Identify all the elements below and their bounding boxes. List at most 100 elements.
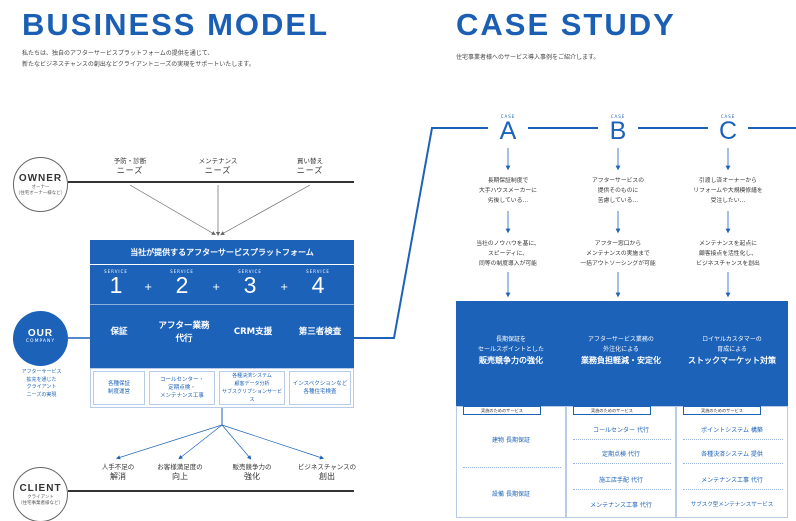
- service-name-warranty: 保証: [110, 327, 128, 337]
- need-maintenance: メンテナンス ニーズ: [168, 156, 268, 176]
- case-a-result-big: 販売競争力の強化: [479, 356, 543, 365]
- service-number-3: SERVICE 3: [235, 269, 265, 297]
- result-small: ビジネスチャンスの: [297, 463, 357, 471]
- service-detail-after-service: コールセンター・ 定期点検・ メンテナンス工事: [149, 371, 215, 405]
- plus-sign: +: [212, 282, 221, 293]
- company-title: OUR: [27, 328, 54, 339]
- service-item: メンテナンス工事 代行: [590, 502, 652, 509]
- case-letter-a: A: [488, 119, 528, 144]
- service-item: 設備 長期保証: [492, 491, 530, 498]
- platform-box: 当社が提供するアフターサービスプラットフォーム SERVICE 1 + SERV…: [90, 240, 354, 368]
- service-number: 4: [311, 272, 325, 298]
- client-circle: CLIENT クライアント （住宅事業者様など）: [13, 467, 68, 521]
- company-sub: COMPANY: [25, 339, 56, 344]
- case-a-solution: 当社のノウハウを基に、 スピーディに、 同等の制度導入が可能: [476, 241, 540, 267]
- owner-sub-note: （住宅オーナー様など）: [15, 191, 66, 196]
- result-satisfaction: お客様満足度の 向上: [140, 462, 220, 482]
- need-small: 買い替え: [297, 157, 323, 165]
- service-item: サブスク型メンテナンスサービス: [690, 502, 774, 508]
- service-number-4: SERVICE 4: [303, 269, 333, 297]
- case-b-result-small: アフターサービス業務の 外注化による: [588, 336, 654, 353]
- our-company-circle: OUR COMPANY: [13, 311, 68, 366]
- service-name-crm: CRM支援: [233, 327, 273, 337]
- need-small: 予防・診断: [113, 157, 147, 165]
- case-b-problem: アフターサービスの 提供そのものに 苦慮している…: [591, 178, 645, 204]
- service-name-after-service: アフター業務 代行: [158, 321, 210, 344]
- intro-line: 新たなビジネスチャンスの創出などクライアントニーズの実現をサポートいたします。: [22, 61, 255, 68]
- business-model-intro: 私たちは、独自のアフターサービスプラットフォームの提供を通じて、 新たなビジネス…: [22, 48, 255, 70]
- case-label: CASE: [500, 114, 516, 119]
- service-number: 3: [243, 272, 257, 298]
- case-label: CASE: [720, 114, 736, 119]
- service-item: コールセンター 代行: [593, 427, 649, 434]
- need-small: メンテナンス: [198, 157, 238, 165]
- case-c-result: ロイヤルカスタマーの 育成による ストックマーケット対策: [676, 335, 788, 367]
- result-competitiveness: 販売競争力の 強化: [212, 462, 292, 482]
- case-letter-b: B: [598, 119, 638, 144]
- platform-title: 当社が提供するアフターサービスプラットフォーム: [130, 248, 314, 257]
- case-label: CASE: [610, 114, 626, 119]
- case-letter-c: C: [708, 119, 748, 144]
- need-big: ニーズ: [204, 166, 232, 175]
- owner-sub: オーナー: [31, 185, 50, 190]
- business-model-title: BUSINESS MODEL: [22, 7, 330, 42]
- result-opportunity: ビジネスチャンスの 創出: [282, 462, 372, 482]
- owner-circle: OWNER オーナー （住宅オーナー様など）: [13, 157, 68, 212]
- need-big: ニーズ: [296, 166, 324, 175]
- service-label: SERVICE: [306, 269, 330, 274]
- result-big: 強化: [244, 472, 260, 481]
- case-c-result-big: ストックマーケット対策: [688, 356, 776, 365]
- result-big: 創出: [319, 472, 335, 481]
- service-label: SERVICE: [104, 269, 128, 274]
- case-b-services: 実施のためのサービス コールセンター 代行 定期点検 代行 施工店手配 代行 メ…: [566, 406, 676, 518]
- service-label: SERVICE: [238, 269, 262, 274]
- plus-sign: +: [280, 282, 289, 293]
- case-a-services: 実施のためのサービス 建物 長期保証 設備 長期保証: [456, 406, 566, 518]
- result-big: 解消: [110, 472, 126, 481]
- case-result-band: [456, 301, 788, 406]
- service-item: 各種決済システム 提供: [701, 451, 763, 458]
- client-sub: クライアント: [27, 495, 54, 500]
- result-labor-shortage: 人手不足の 解消: [78, 462, 158, 482]
- service-item: 施工店手配 代行: [599, 477, 643, 484]
- service-item: 定期点検 代行: [602, 451, 640, 458]
- company-note: アフターサービス 拡充を通じた クライアント ニーズの実現: [21, 369, 62, 398]
- service-number-2: SERVICE 2: [167, 269, 197, 297]
- case-study-intro: 住宅事業者様へのサービス導入事例をご紹介します。: [456, 54, 600, 61]
- case-b-solution: アフター窓口から メンテナンスの実施まで 一括アウトソーシングが可能: [580, 241, 656, 267]
- service-number: 2: [175, 272, 189, 298]
- client-title: CLIENT: [19, 483, 62, 494]
- service-item: 建物 長期保証: [492, 437, 530, 444]
- case-study-title: CASE STUDY: [456, 7, 676, 42]
- case-c-services: 実施のためのサービス ポイントシステム 構築 各種決済システム 提供 メンテナン…: [676, 406, 788, 518]
- service-name-inspection: 第三者検査: [298, 327, 342, 337]
- service-number-1: SERVICE 1: [101, 269, 131, 297]
- service-item: メンテナンス工事 代行: [701, 477, 763, 484]
- result-small: お客様満足度の: [157, 463, 203, 471]
- need-prevention: 予防・診断 ニーズ: [80, 156, 180, 176]
- case-b-result: アフターサービス業務の 外注化による 業務負担軽減・安定化: [566, 335, 676, 367]
- service-detail-warranty: 各種保証 制度運営: [93, 371, 145, 405]
- client-sub-note: （住宅事業者様など）: [18, 501, 63, 506]
- service-item: ポイントシステム 構築: [701, 427, 763, 434]
- result-small: 人手不足の: [101, 463, 135, 471]
- result-big: 向上: [172, 472, 188, 481]
- case-c-result-small: ロイヤルカスタマーの 育成による: [702, 336, 762, 353]
- case-b-result-big: 業務負担軽減・安定化: [581, 356, 661, 365]
- owner-title: OWNER: [18, 173, 63, 184]
- service-label: SERVICE: [170, 269, 194, 274]
- services-tag: 実施のためのサービス: [463, 406, 541, 415]
- case-a-result-small: 長期保証を セールスポイントとした: [477, 336, 544, 353]
- intro-line: 私たちは、独自のアフターサービスプラットフォームの提供を通じて、: [22, 50, 214, 57]
- case-a-result: 長期保証を セールスポイントとした 販売競争力の強化: [456, 335, 566, 367]
- services-tag: 実施のためのサービス: [683, 406, 761, 415]
- plus-sign: +: [144, 282, 153, 293]
- case-c-problem: 引渡し済オーナーから リフォームや大規模修繕を 受注したい…: [693, 178, 763, 204]
- service-detail-inspection: インスペクションなど 各種住宅検査: [289, 371, 351, 405]
- need-replacement: 買い替え ニーズ: [260, 156, 360, 176]
- result-small: 販売競争力の: [232, 463, 272, 471]
- service-detail-crm: 各種決済システム 顧客データ分析 サブスクリプションサービス: [219, 371, 285, 405]
- services-tag: 実施のためのサービス: [573, 406, 651, 415]
- need-big: ニーズ: [116, 166, 144, 175]
- service-number: 1: [109, 272, 123, 298]
